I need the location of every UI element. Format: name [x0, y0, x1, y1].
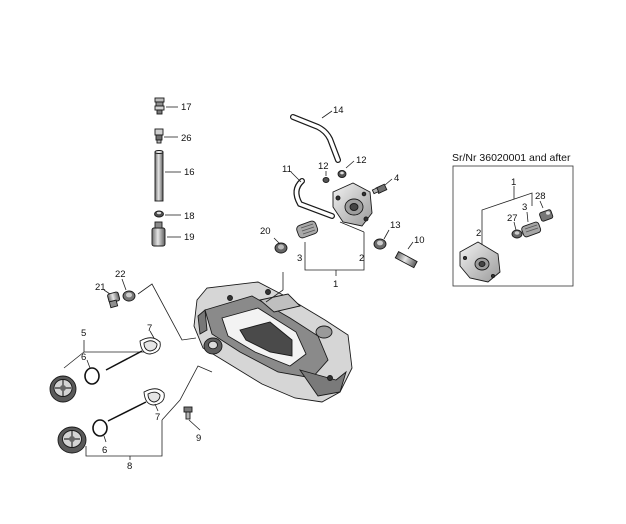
callout-4: 4: [394, 173, 399, 184]
callout-7-lower: 7: [155, 412, 160, 423]
callout-11: 11: [282, 164, 292, 175]
callout-1: 1: [333, 279, 338, 290]
callout-12-left: 12: [318, 161, 329, 172]
callout-6-upper: 6: [81, 352, 86, 363]
part-2-oil-pump: [332, 182, 373, 227]
inset-pump: [459, 241, 501, 283]
callout-22: 22: [115, 269, 126, 280]
part-3-worm-gear: [296, 220, 319, 239]
inset-part-3-gear: [521, 221, 542, 238]
callout-26: 26: [181, 133, 192, 144]
part-12-clip-lower: [322, 177, 330, 183]
part-7-dipstick-lower: [107, 388, 165, 422]
callout-21: 21: [95, 282, 106, 293]
inset-caption: Sr/Nr 36020001 and after: [452, 152, 571, 164]
part-6-oring-lower: [92, 419, 108, 437]
inset-callout-1: 1: [511, 177, 516, 188]
callout-8: 8: [127, 461, 132, 472]
part-14-hose: [290, 114, 341, 163]
part-11-hose: [293, 178, 335, 219]
inset-callout-2: 2: [476, 228, 481, 239]
part-20-bushing: [274, 242, 288, 254]
oil-cap-upper: [49, 375, 77, 403]
inset-part-28: [539, 209, 554, 222]
inset-callout-3: 3: [522, 202, 527, 213]
callout-5: 5: [81, 328, 86, 339]
part-13-gear: [373, 238, 387, 250]
callout-6-lower: 6: [102, 445, 107, 456]
callout-18: 18: [184, 211, 195, 222]
part-22-valve: [122, 290, 136, 302]
oil-cap-lower: [57, 426, 87, 454]
callout-7-upper: 7: [147, 323, 152, 334]
callout-12-right: 12: [356, 155, 367, 166]
inset-part-27: [511, 229, 523, 239]
part-16-pipe: [154, 150, 164, 202]
part-26-connector: [154, 128, 164, 144]
callout-16: 16: [184, 167, 195, 178]
part-21-plug: [107, 291, 121, 309]
callout-14: 14: [333, 105, 344, 116]
callout-3: 3: [297, 253, 302, 264]
crankcase-housing: [193, 281, 353, 403]
part-17-fitting: [154, 97, 165, 115]
callout-17: 17: [181, 102, 192, 113]
part-10-pin: [394, 251, 418, 269]
inset-callout-27: 27: [507, 213, 518, 224]
part-9-screw: [183, 406, 193, 420]
inset-box: [452, 165, 574, 287]
part-19-filter: [151, 221, 166, 247]
callout-10: 10: [414, 235, 425, 246]
callout-13: 13: [390, 220, 401, 231]
part-6-oring-upper: [84, 367, 100, 385]
inset-callout-28: 28: [535, 191, 546, 202]
callout-9: 9: [196, 433, 201, 444]
part-12-clip-upper: [337, 170, 347, 178]
part-4-screw: [371, 183, 388, 195]
part-7-dipstick-upper: [105, 337, 161, 371]
callout-20: 20: [260, 226, 271, 237]
part-18-ring: [154, 210, 164, 218]
callout-2: 2: [359, 253, 364, 264]
callout-19: 19: [184, 232, 195, 243]
